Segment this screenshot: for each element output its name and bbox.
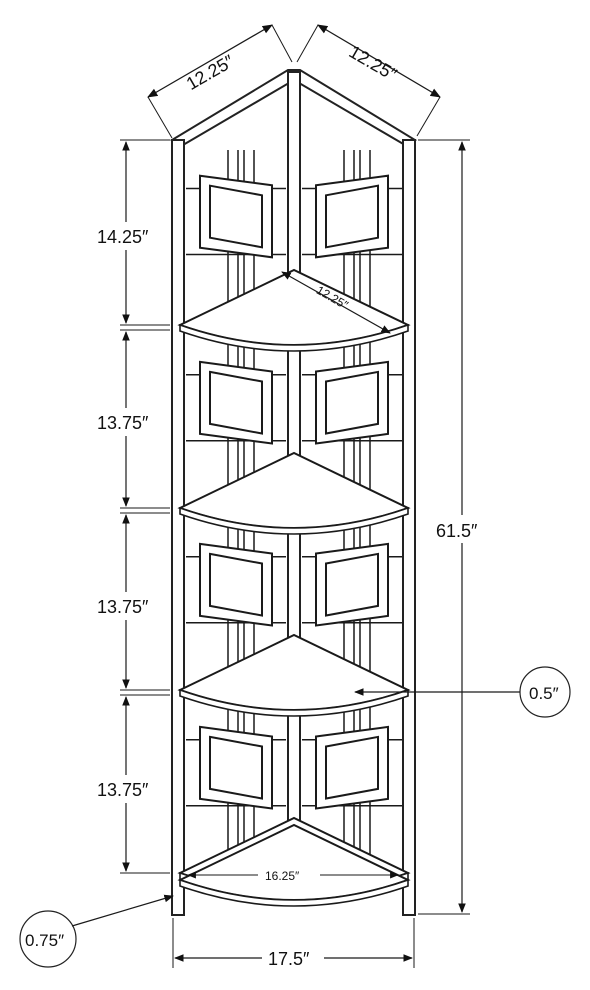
- total-height-label: 61.5″: [436, 521, 478, 541]
- shelf: [177, 633, 411, 711]
- lattice-square-inner: [325, 552, 379, 617]
- shelf: [177, 268, 411, 346]
- lattice-square-inner: [325, 370, 379, 435]
- leg-thickness-callout: [19, 910, 77, 968]
- top-width-left-label: 12.25″: [183, 51, 238, 94]
- gap-4-label: 13.75″: [97, 780, 149, 800]
- lattice-square-inner: [209, 370, 263, 435]
- shelf-edge: [179, 506, 409, 535]
- lattice-square-inner: [209, 735, 263, 800]
- overall-width-label: 17.5″: [268, 949, 310, 969]
- lattice-square-inner: [325, 735, 379, 800]
- lattice-panels: [186, 150, 402, 870]
- lattice-square-inner: [325, 184, 379, 249]
- bottom-shelf-width-label: 16.25″: [265, 869, 300, 883]
- leg-thickness-label: 0.75″: [25, 931, 64, 950]
- shelf-thickness-label: 0.5″: [529, 684, 559, 703]
- shelf-unit: [169, 69, 418, 916]
- lattice-square-inner: [209, 552, 263, 617]
- gap-3-label: 13.75″: [97, 597, 149, 617]
- shelf-edge: [179, 688, 409, 717]
- bottom-shelf-edge: [179, 878, 409, 907]
- shelf-edge: [179, 323, 409, 352]
- right-leg: [402, 139, 416, 916]
- gap-2-label: 13.75″: [97, 413, 149, 433]
- top-width-right-label: 12.25″: [346, 42, 401, 85]
- left-leg: [171, 139, 185, 916]
- bottom-shelf: [177, 823, 411, 901]
- gap-1-label: 14.25″: [97, 227, 149, 247]
- lattice-square-inner: [209, 184, 263, 249]
- shelf: [177, 451, 411, 529]
